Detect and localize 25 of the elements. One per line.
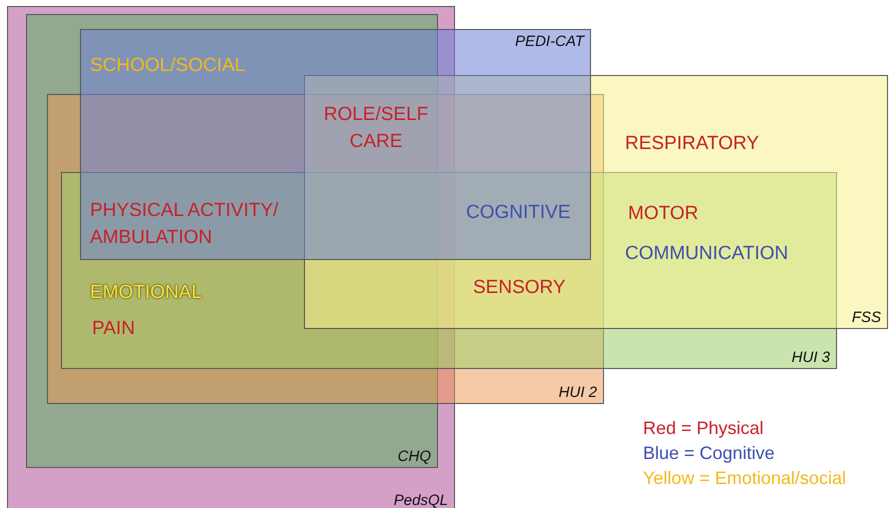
domain-label: RESPIRATORY: [625, 132, 760, 156]
domain-label: PAIN: [92, 317, 136, 341]
legend-entry: Red = Physical: [643, 417, 764, 440]
domain-label: COGNITIVE: [466, 201, 572, 225]
domain-label: EMOTIONAL: [90, 281, 203, 305]
domain-label: SENSORY: [473, 276, 567, 300]
instrument-name: PedsQL: [394, 492, 448, 508]
domain-rectangle: [61, 172, 837, 369]
instrument-name: FSS: [852, 309, 881, 326]
domain-label: ROLE/SELF CARE: [322, 103, 430, 154]
instrument-name: HUI 2: [558, 384, 597, 401]
domain-label: MOTOR: [628, 202, 700, 226]
domain-rectangle: [26, 14, 438, 468]
domain-rectangle: [80, 29, 591, 260]
legend-entry: Blue = Cognitive: [643, 442, 775, 465]
domain-label: SCHOOL/SOCIAL: [90, 54, 246, 78]
instrument-name: PEDI-CAT: [515, 33, 584, 50]
domain-rectangle: [7, 6, 455, 508]
domain-rectangle: [47, 94, 604, 404]
domain-label: PHYSICAL ACTIVITY/ AMBULATION: [90, 199, 280, 250]
domain-rectangle: [304, 75, 888, 329]
domain-label: COMMUNICATION: [625, 242, 790, 266]
instrument-name: CHQ: [398, 448, 431, 465]
legend-entry: Yellow = Emotional/social: [643, 467, 846, 490]
instrument-name: HUI 3: [792, 349, 830, 366]
